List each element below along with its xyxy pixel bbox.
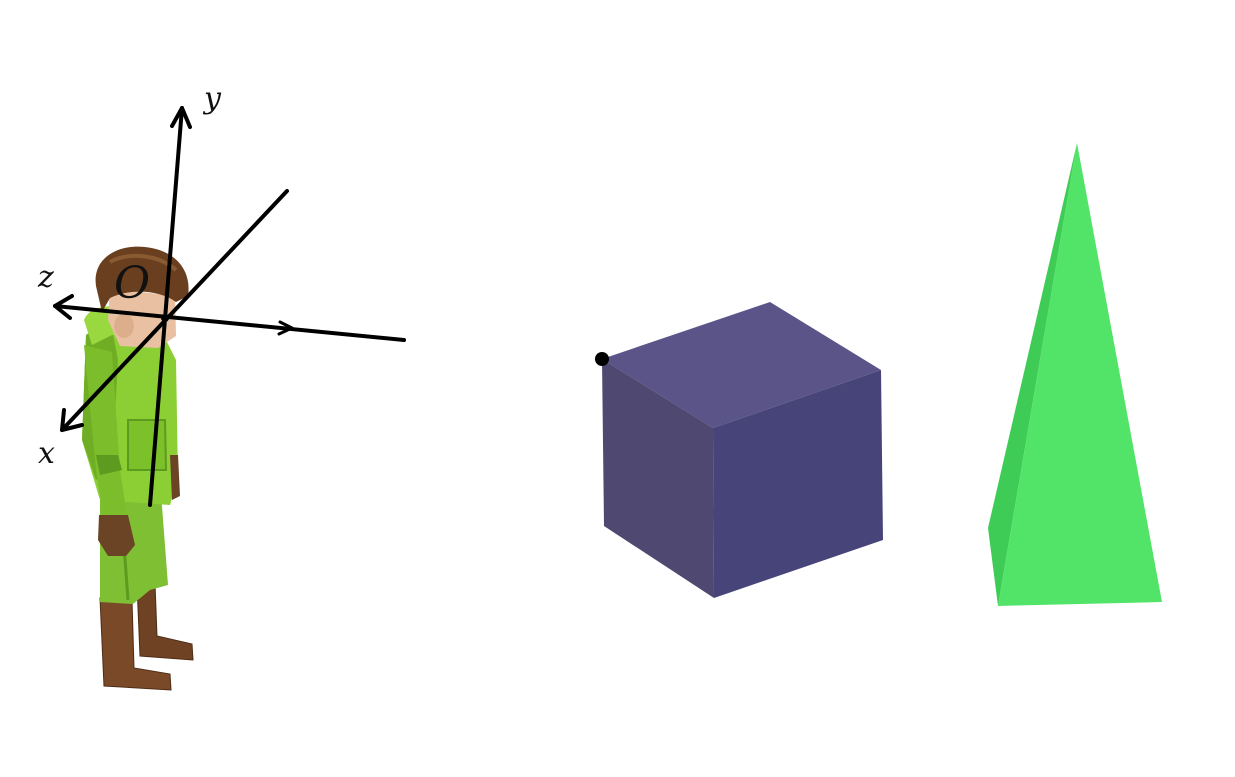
cube-left-face xyxy=(602,359,714,598)
pyramid xyxy=(988,143,1162,606)
cube-top-face xyxy=(602,302,881,428)
pyramid-left-face xyxy=(988,143,1077,606)
cube-vertex-point xyxy=(595,352,609,366)
right-boot xyxy=(136,583,194,661)
origin-point xyxy=(161,314,169,322)
coordinate-axes xyxy=(53,106,406,507)
z-axis xyxy=(53,304,406,342)
x-axis xyxy=(60,189,289,432)
x-axis-arrowhead xyxy=(60,408,84,432)
z-axis-arrowhead xyxy=(53,294,74,320)
direction-arrow-mark xyxy=(277,320,294,336)
z-axis-label: z xyxy=(37,260,54,295)
pyramid-front-face xyxy=(998,143,1162,606)
y-axis-arrowhead xyxy=(170,106,192,129)
person-arm xyxy=(84,345,128,522)
x-axis-label: x xyxy=(38,436,55,471)
person-glove xyxy=(98,515,135,556)
y-axis-label: y xyxy=(202,81,222,116)
y-axis xyxy=(148,106,184,507)
origin-label: O xyxy=(114,258,150,309)
cube-right-face xyxy=(713,370,883,598)
cube xyxy=(602,302,883,598)
